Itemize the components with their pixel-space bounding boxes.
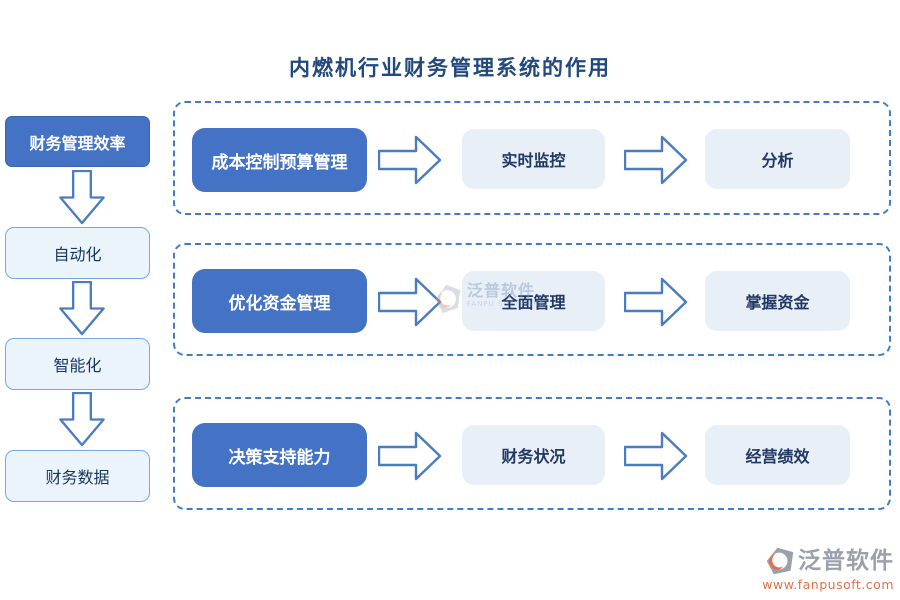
footer-brand: 泛普软件 www.fanpusoft.com (762, 546, 894, 593)
footer-url-text: www.fanpusoft.com (762, 577, 894, 592)
right-arrow-icon (624, 277, 688, 327)
right-arrow-icon (378, 431, 442, 481)
right-arrow-icon (378, 135, 442, 185)
source-box: 决策支持能力 (192, 423, 367, 487)
step-box: 全面管理 (462, 271, 605, 331)
fanpu-logo-icon (766, 547, 794, 575)
footer-brand-text: 泛普软件 (798, 547, 894, 574)
sidebar-box-label: 财务数据 (45, 468, 110, 487)
sidebar-box-financial-data: 财务数据 (5, 450, 150, 502)
step-box-label: 分析 (761, 151, 794, 170)
sidebar-box-efficiency: 财务管理效率 (5, 116, 150, 167)
down-arrow-icon (59, 281, 105, 336)
step-box: 分析 (705, 129, 850, 189)
step-box: 财务状况 (462, 425, 605, 485)
source-box: 成本控制预算管理 (192, 128, 367, 192)
step-box-label: 财务状况 (501, 447, 566, 466)
step-box-label: 掌握资金 (745, 293, 810, 312)
sidebar-box-label: 自动化 (53, 245, 102, 264)
flow-row-cost-control: 成本控制预算管理 实时监控 分析 (173, 101, 891, 215)
step-box-label: 全面管理 (501, 293, 566, 312)
sidebar-box-intelligence: 智能化 (5, 338, 150, 390)
step-box: 实时监控 (462, 129, 605, 189)
right-arrow-icon (624, 135, 688, 185)
down-arrow-icon (59, 170, 105, 225)
flow-row-decision-support: 决策支持能力 财务状况 经营绩效 (173, 397, 891, 510)
flow-row-fund-management: 优化资金管理 全面管理 掌握资金 (173, 243, 891, 356)
step-box-label: 实时监控 (501, 151, 566, 170)
source-box: 优化资金管理 (192, 269, 367, 333)
source-box-label: 优化资金管理 (228, 293, 331, 314)
right-arrow-icon (624, 431, 688, 481)
page-title: 内燃机行业财务管理系统的作用 (289, 55, 611, 80)
source-box-label: 成本控制预算管理 (211, 152, 348, 173)
right-arrow-icon (378, 277, 442, 327)
sidebar-box-label: 财务管理效率 (29, 133, 126, 153)
sidebar-box-label: 智能化 (53, 356, 102, 375)
sidebar-box-automation: 自动化 (5, 227, 150, 279)
source-box-label: 决策支持能力 (228, 447, 331, 468)
step-box: 掌握资金 (705, 271, 850, 331)
step-box: 经营绩效 (705, 425, 850, 485)
step-box-label: 经营绩效 (745, 447, 810, 466)
down-arrow-icon (59, 392, 105, 447)
